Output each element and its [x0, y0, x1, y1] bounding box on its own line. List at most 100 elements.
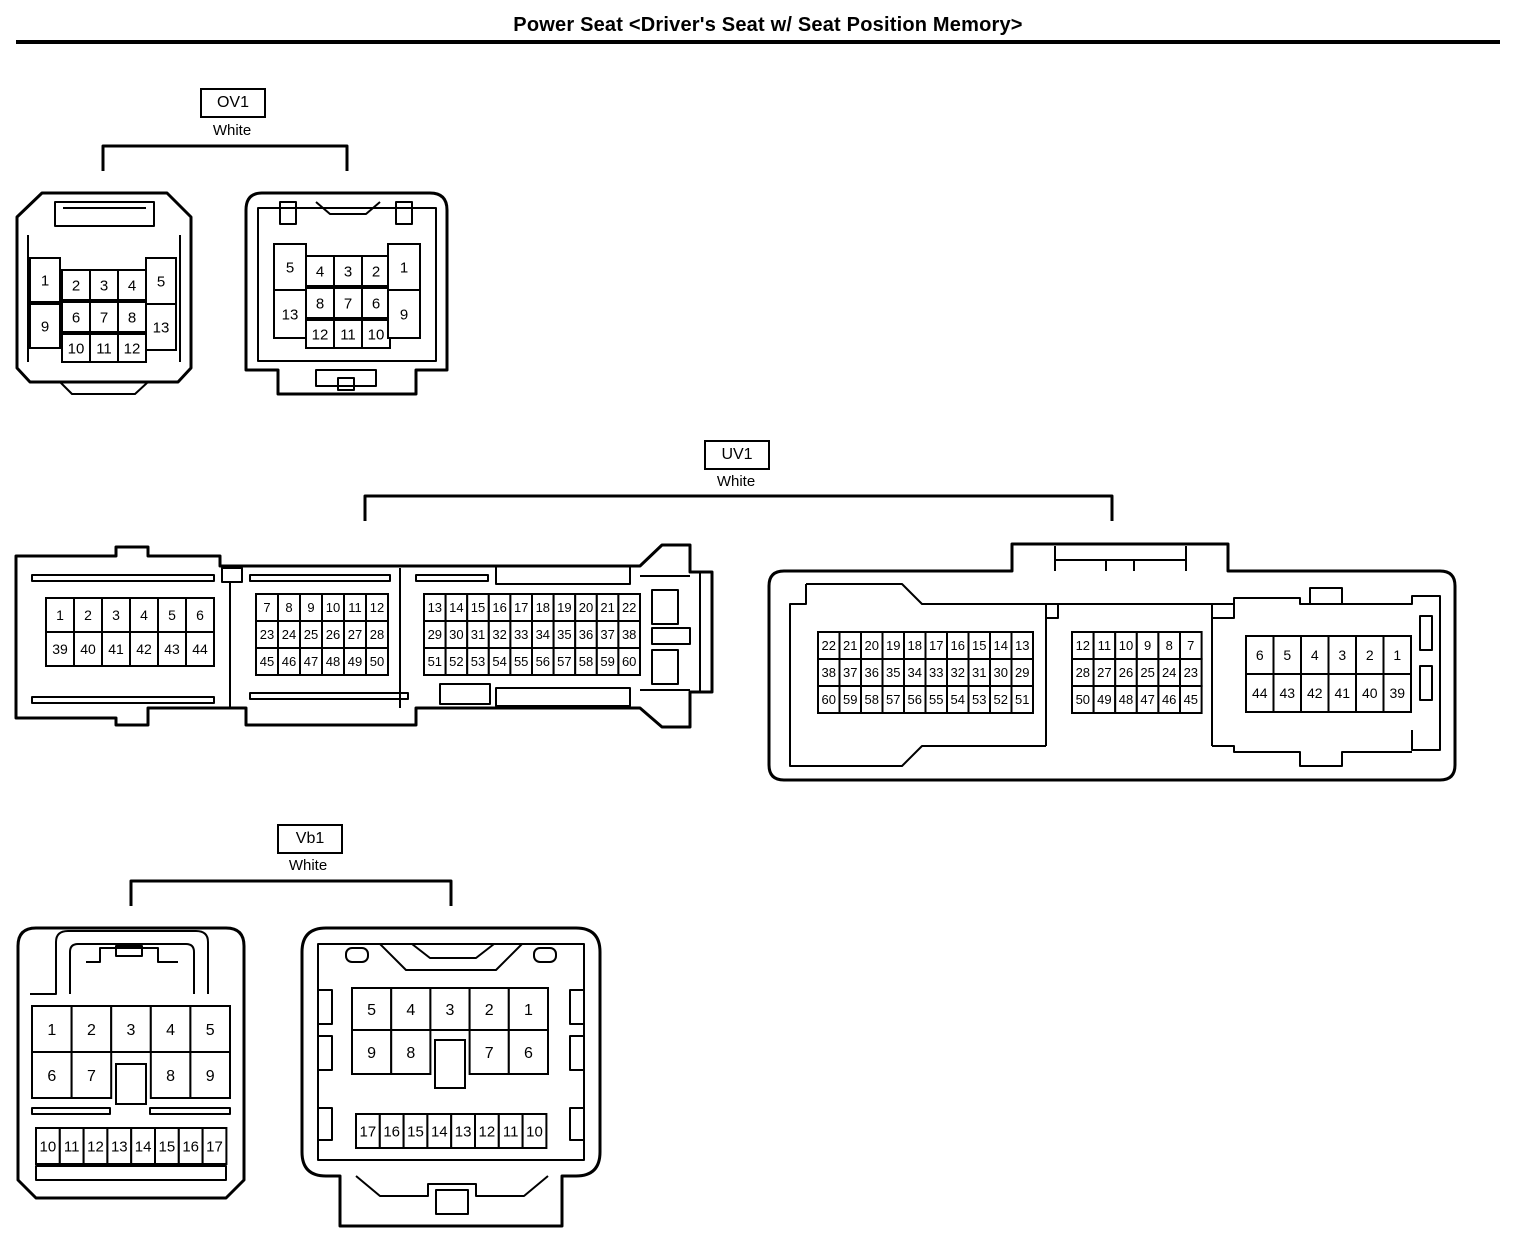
- ov1-code-label: OV1: [200, 88, 266, 118]
- uv1-male-pin-36: 36: [574, 620, 598, 649]
- uv1-color-label: White: [716, 473, 756, 490]
- uv1-male-pin-31: 31: [466, 620, 490, 649]
- ov1-male-pin-6: 6: [61, 301, 91, 333]
- uv1-female-pin-20: 20: [860, 631, 884, 660]
- svg-text:12: 12: [1076, 638, 1090, 653]
- svg-text:3: 3: [1338, 647, 1346, 663]
- uv1-female-pin-5: 5: [1272, 635, 1302, 675]
- svg-text:27: 27: [348, 627, 362, 642]
- vb1-female-pin-2: 2: [468, 987, 510, 1031]
- svg-text:13: 13: [1015, 638, 1029, 653]
- uv1-male-pin-16: 16: [487, 593, 512, 622]
- svg-text:37: 37: [843, 665, 857, 680]
- svg-text:42: 42: [136, 641, 152, 657]
- uv1-male-pin-58: 58: [574, 647, 598, 676]
- svg-text:8: 8: [316, 295, 324, 312]
- svg-text:17: 17: [929, 638, 943, 653]
- vb1-male-pin-8: 8: [149, 1051, 192, 1099]
- uv1-female-pin-36: 36: [860, 658, 884, 687]
- svg-text:10: 10: [68, 340, 85, 357]
- vb1-male-pin-15: 15: [154, 1127, 180, 1165]
- svg-text:56: 56: [536, 654, 550, 669]
- uv1-male-pin-57: 57: [552, 647, 577, 676]
- vb1-male-pin-6: 6: [31, 1051, 73, 1099]
- ov1-female-pin-9: 9: [387, 289, 421, 339]
- uv1-male-pin-21: 21: [595, 593, 620, 622]
- svg-text:41: 41: [1334, 685, 1350, 701]
- svg-text:7: 7: [1187, 638, 1194, 653]
- svg-text:31: 31: [471, 627, 485, 642]
- vb1-female-pin-10: 10: [521, 1113, 548, 1149]
- ov1-female-pin-3: 3: [333, 255, 363, 287]
- uv1-female-pin-60: 60: [817, 685, 841, 714]
- uv1-male-pin-12: 12: [365, 593, 389, 622]
- uv1-female-pin-49: 49: [1092, 685, 1117, 714]
- uv1-female-pin-4: 4: [1300, 635, 1330, 675]
- svg-text:17: 17: [206, 1138, 223, 1155]
- svg-text:10: 10: [368, 326, 385, 343]
- svg-text:52: 52: [994, 692, 1008, 707]
- svg-text:14: 14: [431, 1123, 448, 1140]
- svg-text:9: 9: [206, 1068, 215, 1085]
- uv1-male-pin-44: 44: [185, 631, 215, 667]
- uv1-female-pin-9: 9: [1135, 631, 1160, 660]
- vb1-male-pin-1: 1: [31, 1005, 73, 1053]
- svg-text:5: 5: [157, 273, 165, 290]
- svg-text:28: 28: [370, 627, 384, 642]
- uv1-female-pin-41: 41: [1327, 673, 1357, 713]
- uv1-male-pin-34: 34: [531, 620, 555, 649]
- svg-text:45: 45: [1184, 692, 1198, 707]
- svg-text:22: 22: [622, 600, 636, 615]
- diagram-title: Power Seat <Driver's Seat w/ Seat Positi…: [513, 14, 1023, 36]
- svg-text:16: 16: [951, 638, 965, 653]
- vb1-female-pin-9: 9: [351, 1029, 393, 1075]
- uv1-female-pin-14: 14: [989, 631, 1013, 660]
- svg-text:43: 43: [1279, 685, 1295, 701]
- svg-text:25: 25: [304, 627, 318, 642]
- ov1-female-pin-12: 12: [305, 319, 335, 349]
- ov1-female-pin-6: 6: [361, 287, 391, 319]
- ov1-female-pin-13: 13: [273, 289, 307, 339]
- uv1-female-pin-21: 21: [838, 631, 862, 660]
- svg-text:59: 59: [843, 692, 857, 707]
- uv1-male-pin-19: 19: [552, 593, 577, 622]
- svg-text:38: 38: [622, 627, 636, 642]
- uv1-female-pin-11: 11: [1092, 631, 1117, 660]
- uv1-male-pin-33: 33: [509, 620, 533, 649]
- vb1-female-pin-16: 16: [378, 1113, 405, 1149]
- svg-text:23: 23: [1184, 665, 1198, 680]
- svg-text:22: 22: [822, 638, 836, 653]
- svg-text:1: 1: [56, 607, 64, 623]
- svg-text:39: 39: [52, 641, 68, 657]
- vb1-male-pin-3: 3: [110, 1005, 152, 1053]
- vb1-male-key: [115, 1063, 147, 1105]
- ov1-female-pin-8: 8: [305, 287, 335, 319]
- uv1-male-pin-29: 29: [423, 620, 447, 649]
- uv1-male-pin-15: 15: [466, 593, 490, 622]
- ov1-female-pin-5: 5: [273, 243, 307, 291]
- svg-text:3: 3: [446, 1002, 455, 1019]
- svg-text:40: 40: [1362, 685, 1378, 701]
- svg-text:1: 1: [47, 1022, 56, 1039]
- svg-text:8: 8: [285, 600, 292, 615]
- svg-text:5: 5: [168, 607, 176, 623]
- svg-text:13: 13: [428, 600, 442, 615]
- svg-text:2: 2: [372, 263, 380, 280]
- vb1-code-label: Vb1: [277, 824, 343, 854]
- uv1-male-pin-39: 39: [45, 631, 75, 667]
- ov1-bracket: [101, 144, 349, 171]
- svg-text:19: 19: [557, 600, 571, 615]
- vb1-female-pin-13: 13: [450, 1113, 477, 1149]
- svg-text:12: 12: [312, 326, 329, 343]
- uv1-male-pin-38: 38: [617, 620, 642, 649]
- ov1-female-pin-10: 10: [361, 319, 391, 349]
- svg-text:39: 39: [1389, 685, 1405, 701]
- svg-text:1: 1: [1393, 647, 1401, 663]
- uv1-bracket: [363, 494, 1114, 521]
- uv1-female-pin-44: 44: [1245, 673, 1275, 713]
- svg-text:8: 8: [406, 1045, 415, 1062]
- uv1-male-pin-47: 47: [299, 647, 323, 676]
- vb1-female-pin-3: 3: [429, 987, 471, 1031]
- svg-text:47: 47: [304, 654, 318, 669]
- vb1-male-pin-16: 16: [177, 1127, 204, 1165]
